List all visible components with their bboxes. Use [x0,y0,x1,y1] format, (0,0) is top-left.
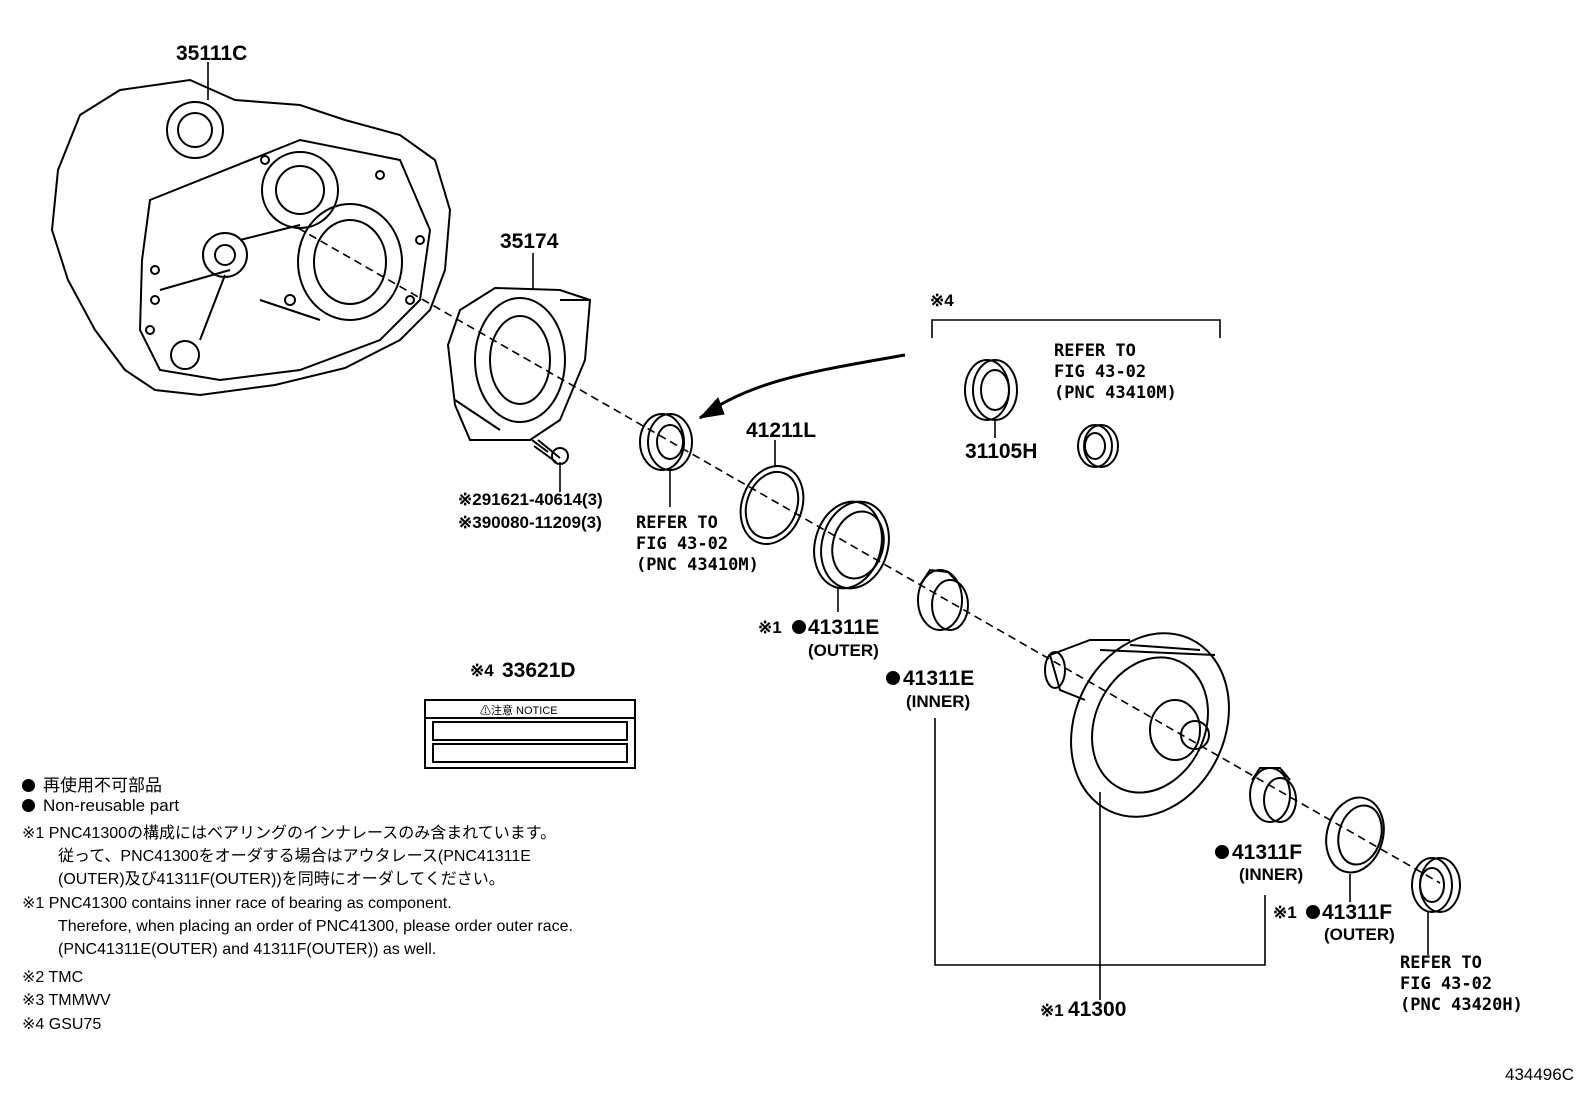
svg-text:41311F: 41311F [1322,901,1392,924]
legend-jp: 再使用不可部品 [22,771,162,796]
reference-arrowhead [698,397,725,419]
inner-race-e-illustration [917,568,969,631]
part-label-41311f-inner[interactable]: 41311F (INNER) [1215,841,1303,884]
svg-text:(PNC 43410M): (PNC 43410M) [1054,383,1177,403]
svg-text:FIG 43-02: FIG 43-02 [636,534,728,554]
svg-text:※1: ※1 [1040,1001,1064,1020]
svg-text:(OUTER): (OUTER) [808,641,879,660]
inner-race-f-illustration [1249,767,1297,823]
outer-race-f-illustration [1325,796,1385,874]
svg-text:※4: ※4 [470,661,494,680]
svg-text:41311E: 41311E [903,667,974,690]
transaxle-case-illustration [50,78,452,397]
part-label-bolt-tmc[interactable]: ※291621-40614(3) [458,490,603,509]
part-label-41311f-outer[interactable]: ※1 41311F (OUTER) [1273,901,1395,944]
svg-text:(OUTER): (OUTER) [1324,925,1395,944]
assembly-axis-line [297,227,1441,884]
part-label-bolt-tmmwv[interactable]: ※390080-11209(3) [458,513,602,532]
svg-text:REFER TO: REFER TO [1054,341,1136,361]
svg-text:※1: ※1 [1273,903,1297,922]
part-label-31105h[interactable]: 31105H [965,440,1037,463]
ref-left-seal[interactable]: REFER TO FIG 43-02 (PNC 43410M) [636,513,759,575]
non-reusable-dot [886,671,900,685]
note-jp-line3: (OUTER)及び41311F(OUTER))を同時にオーダしてください。 [58,871,505,888]
part-label-41311e-inner[interactable]: 41311E (INNER) [886,667,974,711]
svg-text:41311E: 41311E [808,616,879,639]
non-reusable-dot-icon [22,779,35,792]
part-label-35174[interactable]: 35174 [500,230,559,253]
note-en-line3: (PNC41311E(OUTER) and 41311F(OUTER)) as … [58,941,437,958]
left-seal-illustration [639,413,693,471]
note-3: ※3 TMMWV [22,992,111,1009]
outer-race-e-illustration [813,500,890,590]
right-seal-illustration [1411,857,1461,913]
part-label-41300[interactable]: ※1 41300 [1040,998,1126,1021]
note-en-line2: Therefore, when placing an order of PNC4… [58,918,573,935]
non-reusable-dot-icon [22,799,35,812]
bracket-gsu75 [931,319,1221,338]
ref-seal-top-illustration [1077,424,1119,468]
part-label-41211l[interactable]: 41211L [746,419,816,442]
note-4: ※4 GSU75 [22,1016,102,1033]
part-label-41311e-outer[interactable]: ※1 41311E (OUTER) [758,616,879,660]
illustration-code: 434496C [1504,1065,1574,1084]
notice-label-illustration [424,699,636,769]
svg-text:FIG 43-02: FIG 43-02 [1054,362,1146,382]
ref-right-seal[interactable]: REFER TO FIG 43-02 (PNC 43420H) [1400,953,1523,1015]
svg-text:(PNC 43410M): (PNC 43410M) [636,555,759,575]
legend-en: Non-reusable part [22,796,179,816]
svg-text:33621D: 33621D [502,659,576,682]
svg-text:41300: 41300 [1068,998,1126,1021]
svg-text:※1: ※1 [758,618,782,637]
non-reusable-dot [792,620,806,634]
ref-top-seal[interactable]: REFER TO FIG 43-02 (PNC 43410M) [1054,341,1177,403]
svg-text:FIG 43-02: FIG 43-02 [1400,974,1492,994]
non-reusable-dot [1215,845,1229,859]
svg-text:REFER TO: REFER TO [1400,953,1482,973]
note-2: ※2 TMC [22,969,84,986]
group-mark-gsu75: ※4 [930,291,954,310]
part-label-35111c[interactable]: 35111C [176,42,247,65]
note-jp-line1: ※1 PNC41300の構成にはベアリングのインナレースのみ含まれています。 [22,825,557,842]
differential-illustration [1044,632,1230,818]
note-jp-line2: 従って、PNC41300をオーダする場合はアウタレース(PNC41311E [58,848,531,865]
svg-text:41311F: 41311F [1232,841,1302,864]
note-en-line1: ※1 PNC41300 contains inner race of beari… [22,895,452,912]
notice-label-text: ⚠注意 NOTICE [480,703,558,717]
seal-31105h-illustration [964,359,1018,421]
svg-text:REFER TO: REFER TO [636,513,718,533]
ring-illustration [739,465,805,545]
svg-text:(INNER): (INNER) [906,692,970,711]
retainer-illustration [446,286,592,441]
part-label-33621d[interactable]: ※4 33621D [470,659,576,682]
svg-text:(INNER): (INNER) [1239,865,1303,884]
svg-text:(PNC 43420H): (PNC 43420H) [1400,995,1523,1015]
non-reusable-dot [1306,905,1320,919]
reference-arrow [699,353,906,420]
bolt-illustration [531,439,569,465]
